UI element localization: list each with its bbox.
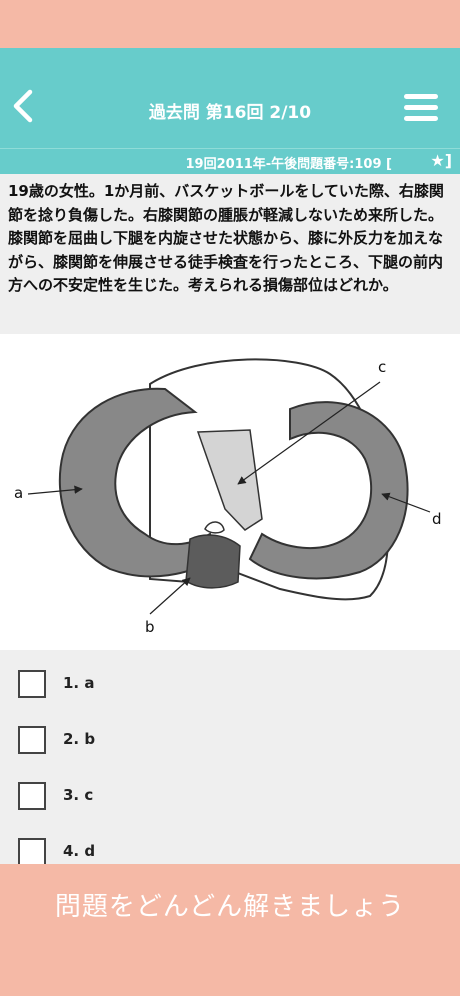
question-text: 19歳の女性。1か月前、バスケットボールをしていた際、右膝関節を捻り負傷した。右… <box>0 174 460 334</box>
option-checkbox[interactable] <box>18 726 46 754</box>
back-button[interactable] <box>8 86 42 126</box>
option-label: 2. b <box>63 730 96 748</box>
promo-text: 問題をどんどん解きましょう <box>54 892 406 922</box>
knee-diagram: a b c d <box>14 358 442 636</box>
favorite-star-button[interactable]: ★] <box>430 151 452 170</box>
chevron-left-icon <box>13 89 33 123</box>
app-header: 過去問 第16回 2/10 <box>0 48 460 148</box>
menu-button[interactable] <box>404 94 438 124</box>
promo-footer: 問題をどんどん解きましょう <box>0 864 460 996</box>
question-info-bar: 19回2011年-午後問題番号:109 [ ★] <box>0 148 460 174</box>
figure-label-c: c <box>378 358 386 376</box>
hamburger-menu-icon-bar <box>404 105 438 110</box>
answer-options-list: 1. a 2. b 3. c 4. d <box>0 650 460 864</box>
page-title: 過去問 第16回 2/10 <box>148 103 312 123</box>
figure-label-d: d <box>432 510 442 528</box>
answer-option-4[interactable]: 4. d <box>0 824 460 864</box>
option-checkbox[interactable] <box>18 838 46 864</box>
answer-option-2[interactable]: 2. b <box>0 712 460 762</box>
answer-option-1[interactable]: 1. a <box>0 656 460 706</box>
answer-option-3[interactable]: 3. c <box>0 768 460 818</box>
option-label: 3. c <box>63 786 94 804</box>
hamburger-menu-icon-bar <box>404 116 438 121</box>
knee-meniscus-figure: a b c d <box>0 334 460 650</box>
hamburger-menu-icon-bar <box>404 94 438 99</box>
figure-label-b: b <box>145 618 155 636</box>
figure-label-a: a <box>14 484 23 502</box>
option-checkbox[interactable] <box>18 782 46 810</box>
question-source-text: 19回2011年-午後問題番号:109 [ <box>185 157 392 172</box>
option-label: 1. a <box>63 674 95 692</box>
option-checkbox[interactable] <box>18 670 46 698</box>
option-label: 4. d <box>63 842 96 860</box>
status-bar-band <box>0 0 460 48</box>
